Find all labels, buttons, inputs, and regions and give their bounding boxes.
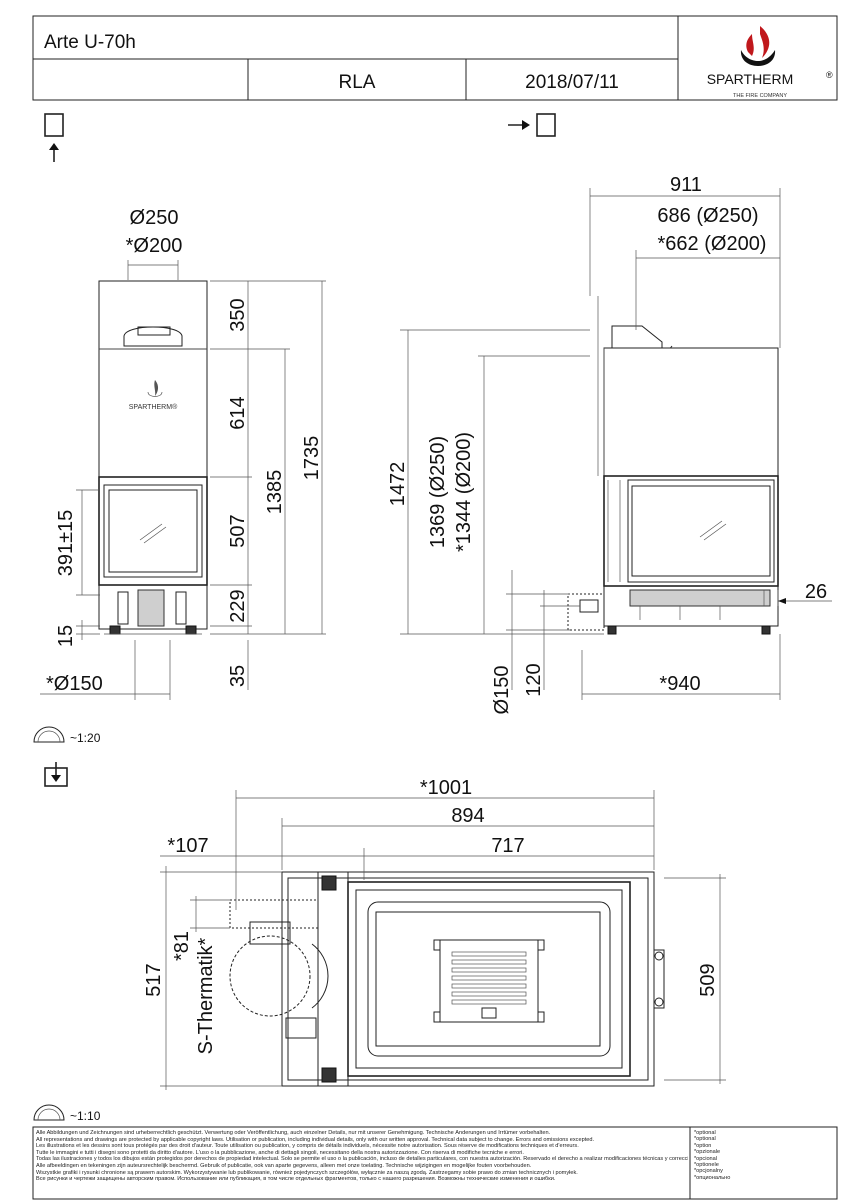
dim-120: 120 xyxy=(523,663,545,696)
dim-1344: *1344 (Ø200) xyxy=(453,432,475,552)
dim-26: 26 xyxy=(805,581,827,603)
legal-box xyxy=(32,1126,838,1200)
dim-1369: 1369 (Ø250) xyxy=(427,436,449,548)
option-label: *opzionale xyxy=(694,1149,721,1156)
legal-line: All representations and drawings are pro… xyxy=(36,1136,595,1143)
front-body-logo: SPARTHERM® xyxy=(129,403,178,411)
option-label: *option xyxy=(694,1142,712,1149)
dim-flue-250: Ø250 xyxy=(130,207,179,229)
front-view-icon xyxy=(44,113,64,162)
legal-line: Todas las ilustraciones y todos los dibu… xyxy=(36,1156,688,1163)
dim-flue-200: *Ø200 xyxy=(126,235,183,257)
brand-tagline: THE FIRE COMPANY xyxy=(733,93,787,99)
scale-label-top: ~1:20 xyxy=(70,731,101,745)
dim-15: 15 xyxy=(55,625,77,647)
drawing-date: 2018/07/11 xyxy=(525,72,619,93)
dim-940: *940 xyxy=(659,673,700,695)
dim-717: 717 xyxy=(491,835,524,857)
dim-350: 350 xyxy=(227,298,249,331)
flame-logo-icon xyxy=(740,26,776,66)
side-dimensions: 911 686 (Ø250) *662 (Ø200) 1472 1369 (Ø2… xyxy=(387,174,832,714)
dim-81: *81 xyxy=(171,931,193,961)
dim-35: 35 xyxy=(227,665,249,687)
option-label: *optional xyxy=(694,1130,716,1136)
dim-107: *107 xyxy=(167,835,208,857)
option-label: *opcjonalny xyxy=(694,1168,723,1175)
legal-line: Wszystkie grafiki i rysunki chronione są… xyxy=(36,1169,578,1176)
legal-line: Alle Abbildungen und Zeichnungen sind ur… xyxy=(36,1130,551,1136)
legal-line: Alle afbeeldingen en tekeningen zijn aut… xyxy=(36,1162,532,1169)
dim-1385: 1385 xyxy=(264,470,286,515)
scale-indicator-bottom: ~1:10 xyxy=(33,1104,101,1123)
brand-logo-text: SPARTHERM xyxy=(707,71,794,87)
dim-air-inlet: *Ø150 xyxy=(46,673,103,695)
dim-662: *662 (Ø200) xyxy=(658,233,767,255)
side-view-icon xyxy=(508,113,556,137)
option-label: *опционально xyxy=(694,1174,731,1181)
dim-894: 894 xyxy=(451,805,484,827)
dim-614: 614 xyxy=(227,396,249,429)
side-view xyxy=(567,296,779,635)
dim-507: 507 xyxy=(227,514,249,547)
option-label: *optionele xyxy=(694,1162,719,1169)
version-code: RLA xyxy=(339,72,376,93)
plan-view-icon xyxy=(44,762,68,787)
copyright-notice: Alle Abbildungen und Zeichnungen sind ur… xyxy=(36,1130,688,1198)
front-view: SPARTHERM® xyxy=(98,280,208,635)
legal-line: Les illustrations et les dessins sont to… xyxy=(36,1143,579,1150)
scale-indicator-top: ~1:20 xyxy=(33,726,101,745)
legal-line: Все рисунки и чертежи защищены авторским… xyxy=(36,1176,556,1183)
scale-label-bottom: ~1:10 xyxy=(70,1109,101,1123)
dim-1735: 1735 xyxy=(301,436,323,481)
legal-line: Tutte le immagini e tutti i disegni sono… xyxy=(36,1149,524,1156)
option-label: *optional xyxy=(694,1136,716,1143)
dim-1472: 1472 xyxy=(387,462,409,507)
model-name: Arte U-70h xyxy=(44,32,136,53)
dim-517: 517 xyxy=(143,963,165,996)
dim-1001: *1001 xyxy=(420,777,472,799)
front-dimensions: Ø250 *Ø200 350 614 507 229 35 1385 1735 … xyxy=(40,207,326,700)
dim-inlet-150: Ø150 xyxy=(491,666,513,715)
plan-dimensions: *1001 894 717 *107 517 *81 S-Thermatik* … xyxy=(143,777,726,1090)
dim-911: 911 xyxy=(670,174,702,196)
dim-686: 686 (Ø250) xyxy=(657,205,758,227)
plan-view xyxy=(229,871,665,1087)
dim-509: 509 xyxy=(697,963,719,996)
registered-mark: ® xyxy=(826,70,833,80)
title-block: Arte U-70h RLA 2018/07/11 SPARTHERM ® TH… xyxy=(32,15,838,101)
option-label: *opcional xyxy=(694,1155,718,1162)
dim-door-height: 391±15 xyxy=(55,510,77,577)
s-thermatik-label: S-Thermatik* xyxy=(195,937,217,1054)
option-labels: *optional *optional *option *opzionale *… xyxy=(694,1130,834,1198)
dim-229: 229 xyxy=(227,589,249,622)
